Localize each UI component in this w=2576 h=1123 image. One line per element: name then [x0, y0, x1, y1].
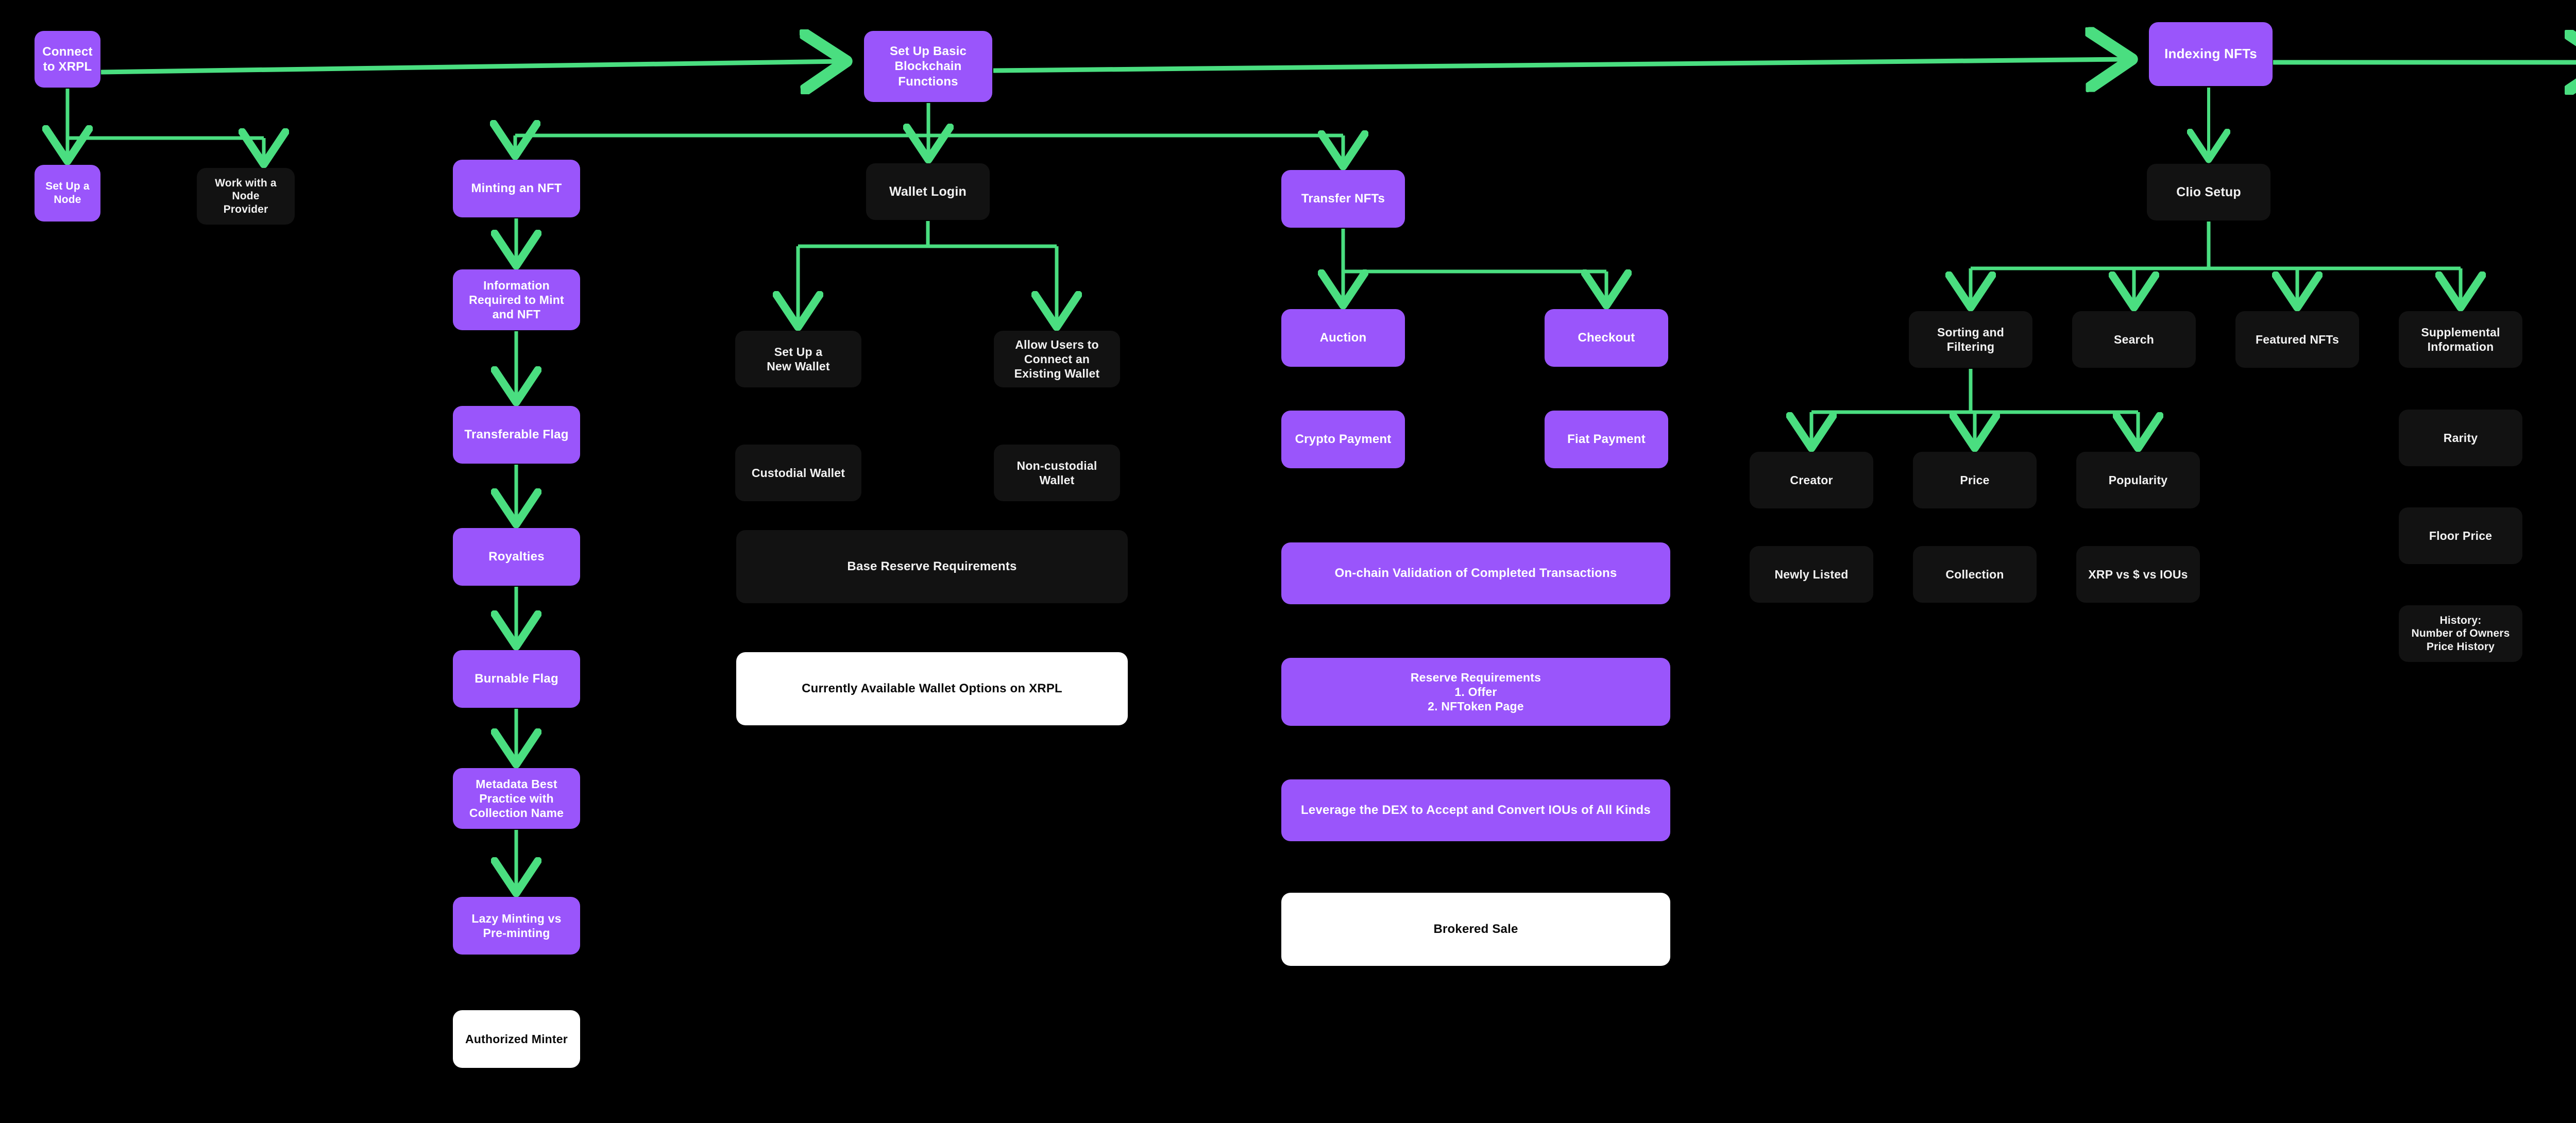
- node-label: Creator: [1790, 473, 1833, 487]
- node-base-reserve-requirements[interactable]: Base Reserve Requirements: [736, 530, 1128, 603]
- node-featured-nfts[interactable]: Featured NFTs: [2235, 311, 2359, 368]
- node-label: Allow Users to Connect an Existing Walle…: [1014, 337, 1100, 381]
- node-label: Reserve Requirements 1. Offer 2. NFToken…: [1410, 670, 1541, 713]
- node-label: Rarity: [2443, 431, 2478, 445]
- node-metadata-best-practice-with-collection-name[interactable]: Metadata Best Practice with Collection N…: [453, 768, 580, 829]
- node-authorized-minter[interactable]: Authorized Minter: [453, 1010, 580, 1068]
- node-connect-to-xrpl[interactable]: Connect to XRPL: [35, 31, 100, 88]
- node-lazy-minting-vs-pre-minting[interactable]: Lazy Minting vs Pre-minting: [453, 897, 580, 955]
- node-xrp-vs-dollar-vs-ious[interactable]: XRP vs $ vs IOUs: [2076, 546, 2200, 603]
- node-burnable-flag[interactable]: Burnable Flag: [453, 650, 580, 708]
- node-label: Supplemental Information: [2421, 325, 2500, 353]
- node-label: Fiat Payment: [1567, 432, 1646, 447]
- node-label: Minting an NFT: [471, 181, 562, 196]
- node-on-chain-validation-of-completed-transactions[interactable]: On-chain Validation of Completed Transac…: [1281, 542, 1670, 604]
- node-supplemental-information[interactable]: Supplemental Information: [2399, 311, 2522, 368]
- node-allow-users-to-connect-an-existing-wallet[interactable]: Allow Users to Connect an Existing Walle…: [994, 331, 1120, 387]
- node-label: Collection: [1945, 567, 2004, 581]
- node-label: Base Reserve Requirements: [847, 559, 1017, 574]
- node-label: Search: [2114, 332, 2154, 346]
- node-leverage-the-dex-to-accept-and-convert-ious-of-all-kinds[interactable]: Leverage the DEX to Accept and Convert I…: [1281, 779, 1670, 841]
- node-brokered-sale[interactable]: Brokered Sale: [1281, 893, 1670, 966]
- node-label: Currently Available Wallet Options on XR…: [802, 682, 1062, 696]
- node-label: Set Up a Node: [45, 180, 90, 206]
- node-set-up-a-new-wallet[interactable]: Set Up a New Wallet: [735, 331, 861, 387]
- node-floor-price[interactable]: Floor Price: [2399, 507, 2522, 564]
- node-label: Authorized Minter: [465, 1032, 568, 1046]
- node-label: History: Number of Owners Price History: [2411, 614, 2510, 653]
- node-label: Transfer NFTs: [1301, 192, 1385, 206]
- node-label: Popularity: [2108, 473, 2168, 487]
- node-label: Price: [1960, 473, 1990, 487]
- node-clio-setup[interactable]: Clio Setup: [2147, 164, 2270, 220]
- node-history-number-of-owners-price-history[interactable]: History: Number of Owners Price History: [2399, 605, 2522, 662]
- node-non-custodial-wallet[interactable]: Non-custodial Wallet: [994, 445, 1120, 501]
- node-checkout[interactable]: Checkout: [1545, 309, 1668, 367]
- node-label: Auction: [1319, 331, 1367, 345]
- node-label: Brokered Sale: [1433, 922, 1518, 937]
- node-label: Checkout: [1578, 331, 1635, 345]
- node-label: Floor Price: [2429, 529, 2493, 542]
- node-sorting-and-filtering[interactable]: Sorting and Filtering: [1909, 311, 2032, 368]
- node-label: Indexing NFTs: [2164, 46, 2257, 62]
- node-label: Work with a Node Provider: [215, 177, 277, 215]
- node-label: Information Required to Mint and NFT: [469, 278, 564, 321]
- node-label: Burnable Flag: [474, 672, 558, 686]
- node-royalties[interactable]: Royalties: [453, 528, 580, 586]
- node-label: Custodial Wallet: [751, 466, 845, 480]
- node-work-with-a-node-provider[interactable]: Work with a Node Provider: [197, 168, 295, 225]
- node-crypto-payment[interactable]: Crypto Payment: [1281, 411, 1405, 468]
- node-label: Wallet Login: [889, 184, 967, 199]
- node-label: Metadata Best Practice with Collection N…: [469, 777, 564, 820]
- node-reserve-requirements[interactable]: Reserve Requirements 1. Offer 2. NFToken…: [1281, 658, 1670, 726]
- node-label: XRP vs $ vs IOUs: [2088, 567, 2188, 581]
- node-label: Newly Listed: [1774, 567, 1849, 581]
- node-creator[interactable]: Creator: [1750, 452, 1873, 508]
- node-search[interactable]: Search: [2072, 311, 2196, 368]
- node-custodial-wallet[interactable]: Custodial Wallet: [735, 445, 861, 501]
- node-indexing-nfts[interactable]: Indexing NFTs: [2149, 22, 2273, 86]
- node-currently-available-wallet-options-on-xrpl[interactable]: Currently Available Wallet Options on XR…: [736, 652, 1128, 725]
- node-transfer-nfts[interactable]: Transfer NFTs: [1281, 170, 1405, 228]
- node-auction[interactable]: Auction: [1281, 309, 1405, 367]
- node-label: Set Up a New Wallet: [767, 345, 830, 373]
- node-collection[interactable]: Collection: [1913, 546, 2037, 603]
- node-label: Crypto Payment: [1295, 432, 1392, 447]
- node-label: Leverage the DEX to Accept and Convert I…: [1301, 803, 1651, 818]
- node-wallet-login[interactable]: Wallet Login: [866, 163, 990, 220]
- node-popularity[interactable]: Popularity: [2076, 452, 2200, 508]
- node-rarity[interactable]: Rarity: [2399, 410, 2522, 466]
- node-label: Connect to XRPL: [42, 44, 93, 74]
- node-set-up-a-node[interactable]: Set Up a Node: [35, 165, 100, 222]
- node-transferable-flag[interactable]: Transferable Flag: [453, 406, 580, 464]
- node-set-up-basic-blockchain-functions[interactable]: Set Up Basic Blockchain Functions: [864, 31, 992, 102]
- node-label: Royalties: [488, 550, 545, 564]
- node-label: Set Up Basic Blockchain Functions: [889, 44, 967, 89]
- node-label: Sorting and Filtering: [1937, 325, 2004, 353]
- node-fiat-payment[interactable]: Fiat Payment: [1545, 411, 1668, 468]
- node-newly-listed[interactable]: Newly Listed: [1750, 546, 1873, 603]
- node-minting-an-nft[interactable]: Minting an NFT: [453, 160, 580, 217]
- node-label: Non-custodial Wallet: [1016, 458, 1097, 487]
- node-price[interactable]: Price: [1913, 452, 2037, 508]
- node-label: Lazy Minting vs Pre-minting: [471, 911, 562, 940]
- node-label: On-chain Validation of Completed Transac…: [1334, 566, 1617, 581]
- node-label: Transferable Flag: [464, 428, 569, 442]
- node-label: Featured NFTs: [2256, 332, 2339, 346]
- node-information-required-to-mint-and-nft[interactable]: Information Required to Mint and NFT: [453, 269, 580, 330]
- node-label: Clio Setup: [2176, 184, 2241, 199]
